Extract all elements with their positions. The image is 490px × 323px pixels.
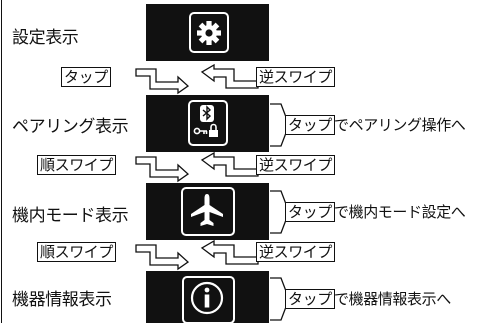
tap-box-label-2: タップ bbox=[285, 202, 335, 222]
airplane-icon bbox=[191, 194, 223, 226]
transition-arrows-2 bbox=[135, 151, 259, 183]
transition-forward-label-3: 順スワイプ bbox=[37, 242, 117, 262]
screen-label-settings: 設定表示 bbox=[12, 28, 79, 48]
transition-reverse-label-3: 逆スワイプ bbox=[256, 242, 336, 262]
info-icon bbox=[190, 281, 224, 315]
tap-box-label-1: タップ bbox=[285, 115, 335, 135]
left-border-line bbox=[1, 0, 3, 323]
screen-panel-airplane bbox=[146, 183, 269, 240]
screen-label-pairing: ペアリング表示 bbox=[12, 117, 129, 137]
screen-panel-settings bbox=[146, 4, 269, 61]
screen-panel-device-info bbox=[146, 271, 269, 323]
tap-box-label-3: タップ bbox=[285, 289, 335, 309]
transition-reverse-label-2: 逆スワイプ bbox=[256, 155, 336, 175]
gear-icon bbox=[197, 21, 221, 45]
tap-action-text-2: で機内モード設定へ bbox=[334, 203, 466, 221]
transition-forward-label-1: タップ bbox=[61, 67, 111, 87]
transition-arrows-1 bbox=[135, 63, 259, 95]
bluetooth-key-icon bbox=[193, 105, 218, 137]
screen-label-device-info: 機器情報表示 bbox=[12, 290, 112, 310]
screen-label-airplane: 機内モード表示 bbox=[12, 206, 129, 226]
screen-panel-pairing bbox=[146, 95, 269, 152]
transition-reverse-label-1: 逆スワイプ bbox=[256, 67, 336, 87]
tap-action-text-1: でペアリング操作へ bbox=[334, 116, 466, 134]
transition-forward-label-2: 順スワイプ bbox=[37, 155, 117, 175]
transition-arrows-3 bbox=[135, 239, 259, 271]
tap-action-text-3: で機器情報表示へ bbox=[334, 290, 451, 308]
